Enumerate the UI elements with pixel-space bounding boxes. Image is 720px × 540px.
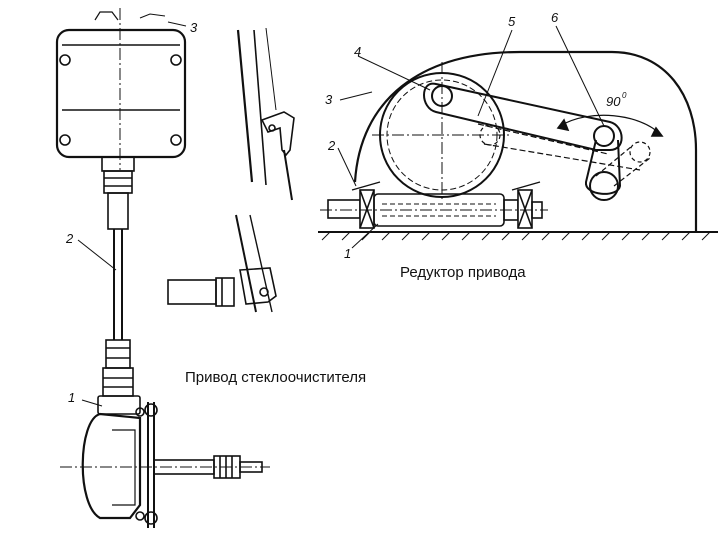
right-leader-lines bbox=[337, 25, 605, 249]
reducer-drawing bbox=[318, 25, 718, 249]
worm-shaft bbox=[320, 181, 548, 229]
angle-label: 90 bbox=[606, 94, 621, 109]
wiper-drive-caption: Привод стеклоочистителя bbox=[185, 369, 367, 386]
right-label-1: 1 bbox=[344, 246, 351, 261]
wiper-gearbox bbox=[60, 395, 270, 528]
reducer-casing bbox=[353, 50, 698, 232]
flexible-shaft bbox=[101, 156, 135, 397]
motor-housing bbox=[55, 8, 187, 170]
right-label-6: 6 bbox=[551, 10, 559, 25]
left-label-3: 3 bbox=[190, 20, 198, 35]
base-ground bbox=[318, 231, 718, 241]
right-label-5: 5 bbox=[508, 14, 516, 29]
left-label-1: 1 bbox=[68, 390, 75, 405]
wiper-drive-drawing bbox=[55, 8, 295, 528]
left-leader-lines bbox=[77, 21, 187, 407]
blade-holder-details bbox=[167, 27, 295, 313]
angle-unit: 0 bbox=[622, 91, 627, 100]
crank-lever bbox=[423, 82, 641, 171]
right-label-2: 2 bbox=[327, 138, 336, 153]
right-label-4: 4 bbox=[354, 44, 361, 59]
output-lever bbox=[556, 114, 664, 201]
reducer-caption: Редуктор привода bbox=[400, 264, 526, 281]
right-label-3: 3 bbox=[325, 92, 333, 107]
left-label-2: 2 bbox=[65, 231, 74, 246]
